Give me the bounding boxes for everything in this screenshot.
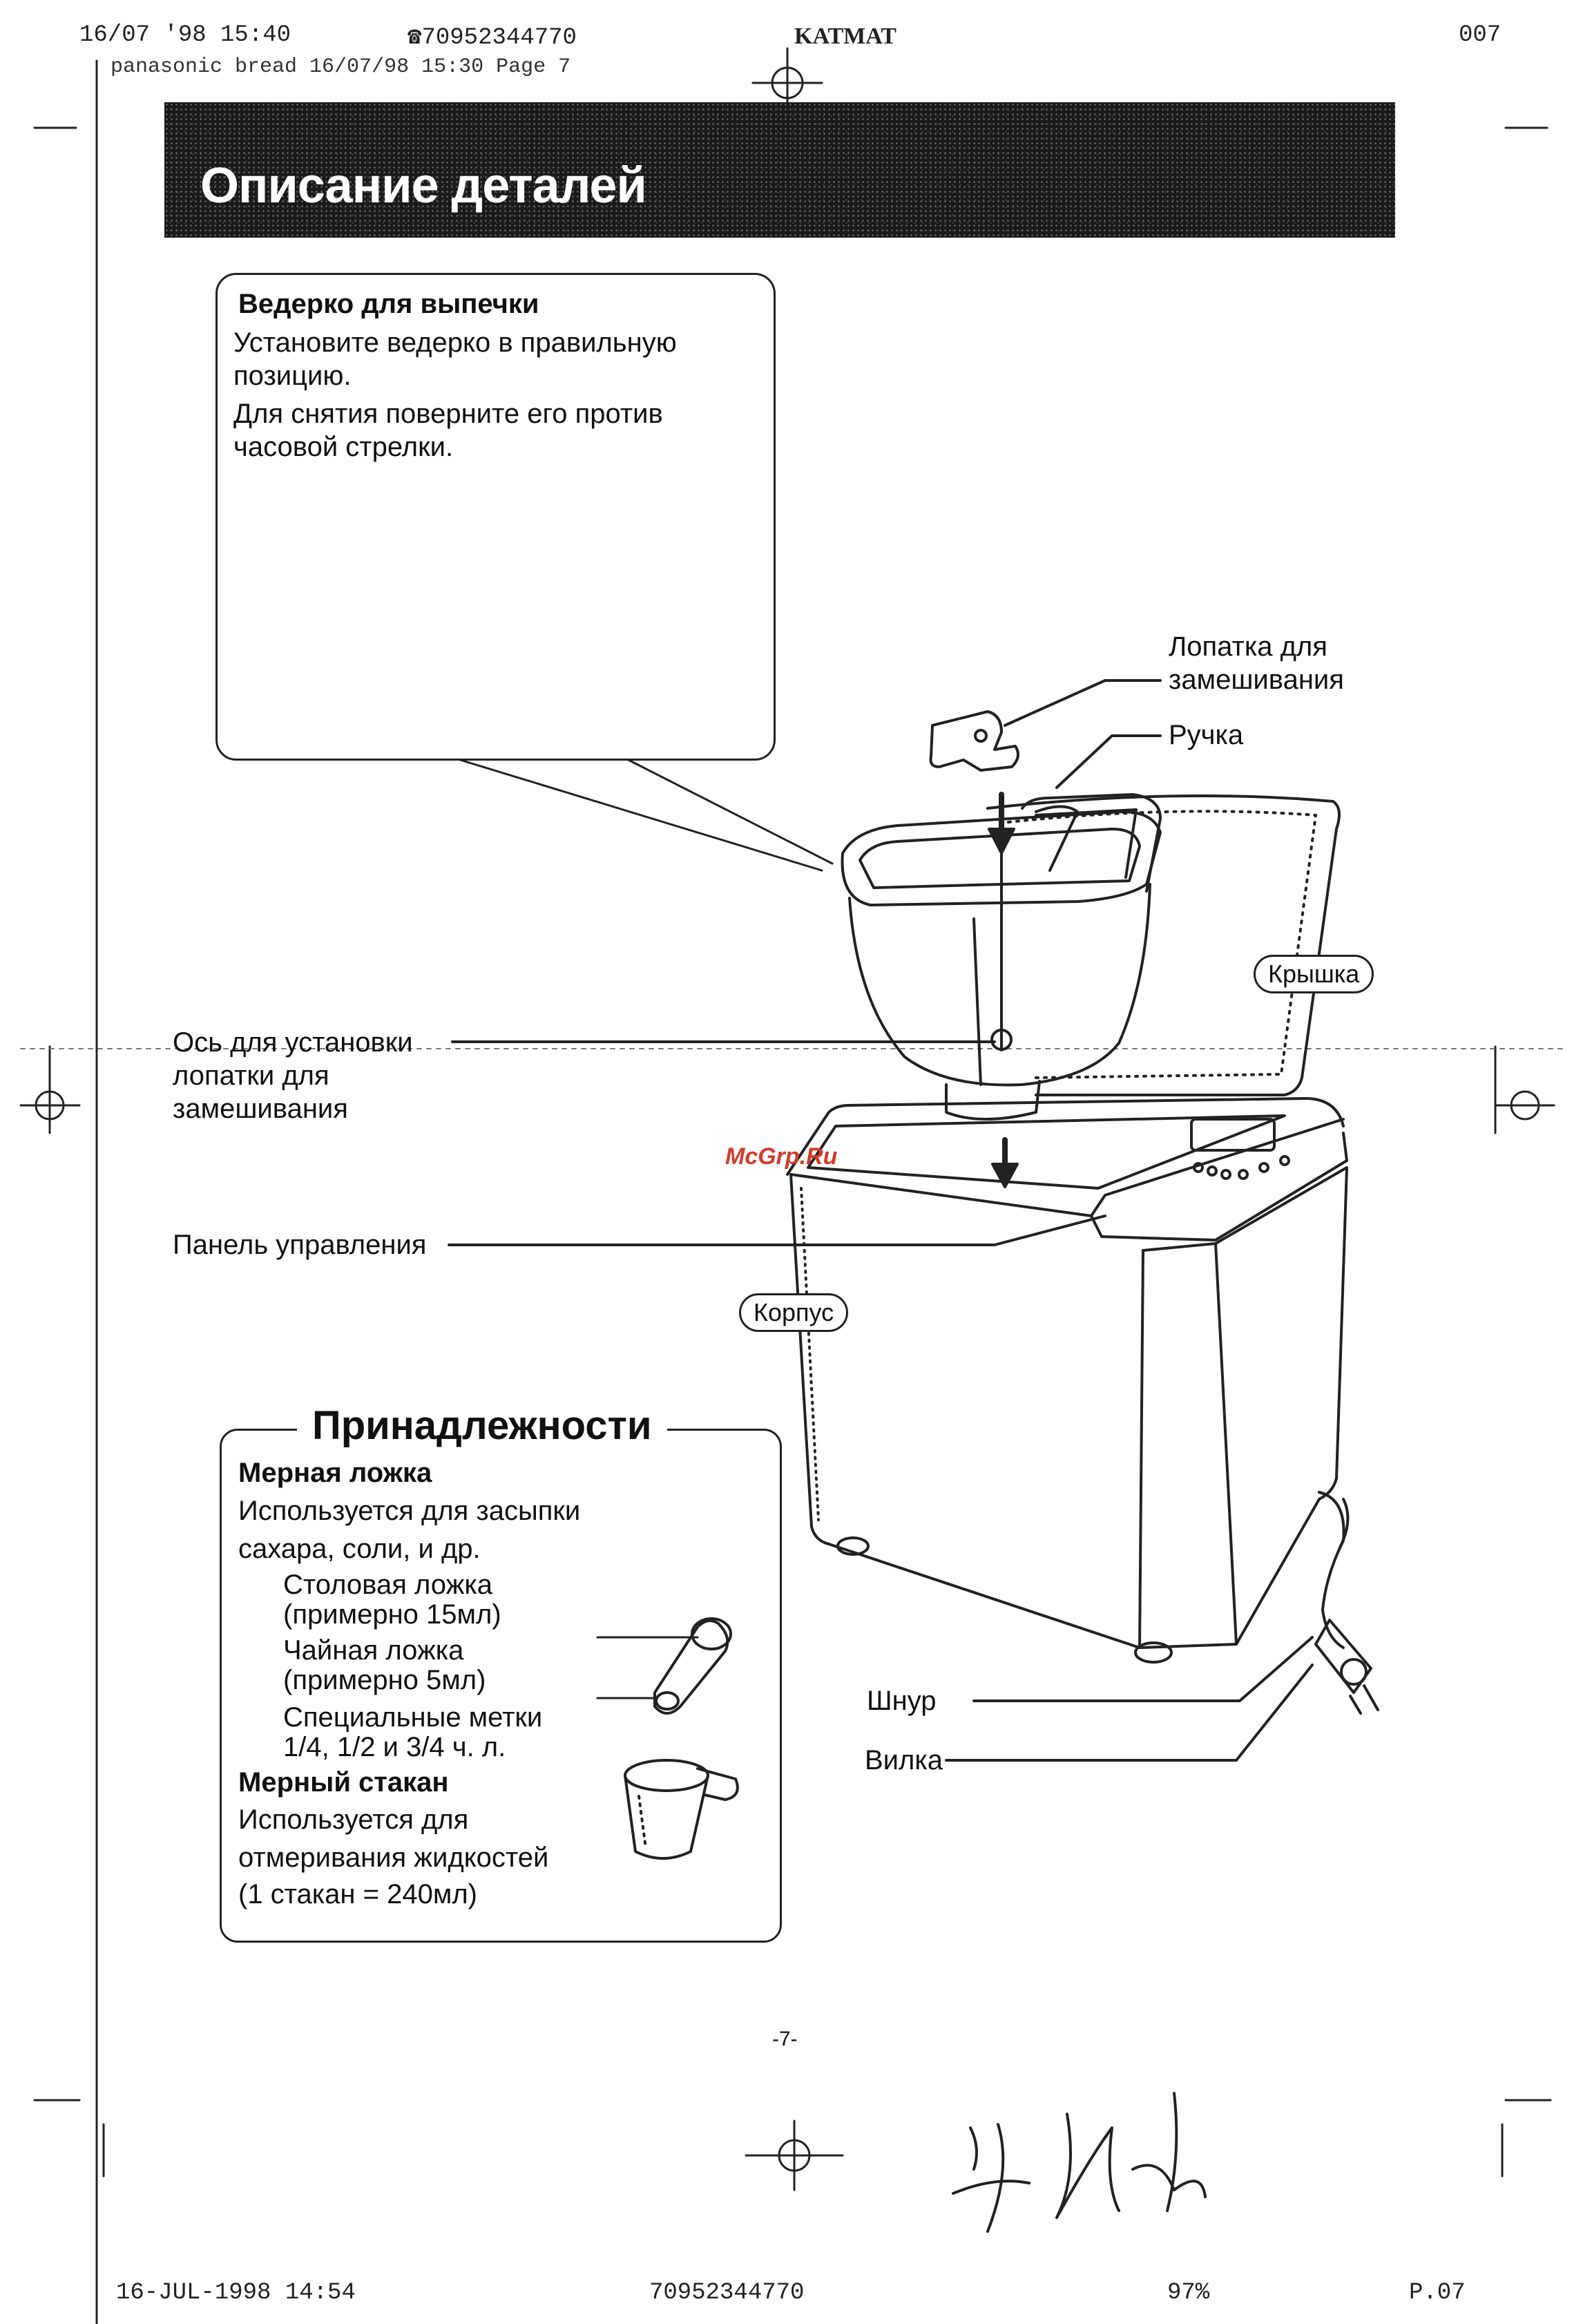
measuring-cup-drawing: [624, 1759, 739, 1860]
footer-datetime: 16-JUL-1998 14:54: [116, 2280, 356, 2306]
label-blade-1: Лопатка для: [1169, 631, 1327, 662]
tsp-text-2: (примерно 5мл): [283, 1665, 486, 1695]
pan-box-pointer: [448, 755, 834, 872]
cup-heading: Мерный стакан: [238, 1767, 449, 1798]
tbsp-text-2: (примерно 15мл): [283, 1599, 501, 1630]
bread-pan-heading: Ведерко для выпечки: [238, 289, 539, 319]
accessories-title: Принадлежности: [297, 1402, 667, 1449]
marks-text-2: 1/4, 1/2 и 3/4 ч. л.: [283, 1732, 506, 1762]
cup-text-1: Используется для: [238, 1804, 469, 1835]
page-number: -7-: [772, 2028, 798, 2050]
cup-text-3: (1 стакан = 240мл): [238, 1879, 477, 1909]
page-title: Описание деталей: [200, 158, 647, 213]
label-handle: Ручка: [1169, 720, 1244, 750]
footer-phone: 70952344770: [649, 2280, 805, 2306]
spoon-text-1: Используется для засыпки: [238, 1496, 581, 1526]
bread-machine-drawing: [786, 710, 1379, 1715]
crop-marks: [19, 47, 1569, 2324]
label-shaft-2: лопатки для: [173, 1060, 329, 1091]
bread-pan-text-3: Для снятия поверните его против: [233, 399, 663, 429]
fax-sender: KATMAT: [794, 23, 896, 49]
tbsp-text-1: Столовая ложка: [283, 1570, 492, 1600]
fax-page-no: 007: [1459, 22, 1502, 48]
bread-pan-text-2: позицию.: [233, 361, 352, 391]
spoon-text-2: сахара, соли, и др.: [238, 1534, 481, 1564]
cup-text-2: отмеривания жидкостей: [238, 1842, 549, 1873]
bread-pan-text-1: Установите ведерко в правильную: [233, 327, 677, 358]
label-control-panel: Панель управления: [173, 1230, 427, 1260]
label-shaft-3: замешивания: [173, 1094, 348, 1124]
handwritten-signature: [952, 2092, 1207, 2233]
leader-lines: [448, 679, 1314, 1762]
fax-line2: panasonic bread 16/07/98 15:30 Page 7: [111, 55, 571, 79]
bread-pan-callout: [215, 273, 776, 761]
spoon-heading: Мерная ложка: [238, 1458, 432, 1488]
title-banner: [164, 102, 1395, 238]
label-cord: Шнур: [867, 1686, 937, 1716]
label-shaft-1: Ось для установки: [173, 1027, 413, 1058]
measuring-spoon-drawing: [653, 1617, 732, 1715]
label-body: Корпус: [739, 1293, 849, 1332]
tsp-text-1: Чайная ложка: [283, 1635, 464, 1666]
footer-page: P.07: [1409, 2280, 1466, 2306]
fax-phone: ☎70952344770: [407, 25, 577, 51]
label-lid: Крышка: [1254, 955, 1374, 993]
label-blade-2: замешивания: [1169, 665, 1344, 695]
bread-pan-text-4: часовой стрелки.: [233, 432, 454, 462]
marks-text-1: Специальные метки: [283, 1702, 543, 1733]
label-plug: Вилка: [865, 1745, 943, 1775]
watermark: McGrp.Ru: [725, 1143, 838, 1170]
fax-datetime: 16/07 '98 15:40: [79, 22, 291, 48]
footer-quality: 97%: [1167, 2280, 1210, 2306]
